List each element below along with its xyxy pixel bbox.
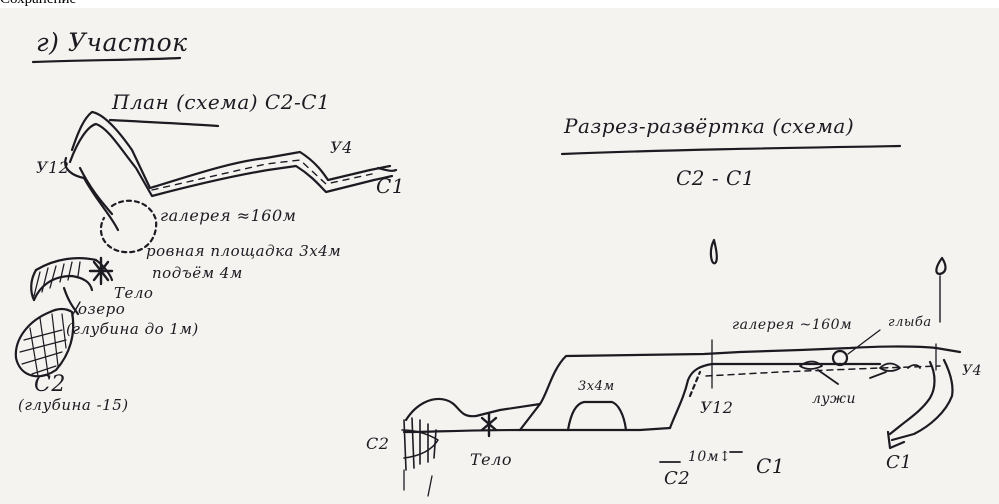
- body-marker-section: [480, 412, 498, 438]
- section-mark-right: [935, 256, 947, 276]
- section-view-title: Разрез-развёртка (схема): [564, 114, 855, 138]
- passage-hatching: [33, 261, 81, 297]
- c2-entrance-hatch: [401, 417, 439, 471]
- section-label-body: Тело: [470, 450, 512, 469]
- shaft-to-c1: [886, 358, 954, 450]
- lake-crosshatch: [19, 313, 67, 377]
- section-label-c2-bottom: С2: [664, 468, 691, 489]
- section-label-c1: С1: [886, 452, 913, 473]
- plan-label-c2-depth: (глубина -15): [18, 396, 129, 414]
- notebook-paper: [0, 8, 999, 504]
- plan-label-lake-depth: (глубина до 1м): [66, 320, 199, 338]
- section-view-subtitle: С2 - С1: [676, 166, 756, 190]
- section-label-gallery: галерея ~160м: [732, 317, 853, 333]
- plan-label-u12: У12: [36, 158, 70, 177]
- block-symbol: [831, 349, 849, 367]
- lake-pointer: [71, 301, 81, 317]
- plan-title-underline: [108, 118, 220, 128]
- section-profile: [402, 345, 962, 434]
- section-mark-left: [709, 238, 718, 265]
- platform-outline: [99, 199, 158, 254]
- section-label-puddles: лужи: [812, 391, 856, 407]
- body-marker-plan: [88, 256, 114, 286]
- section-title-underline: [31, 56, 182, 64]
- image-caption: Сохранение: [0, 0, 76, 8]
- plan-label-body: Тело: [114, 284, 154, 302]
- section-label-u12: У12: [700, 398, 734, 417]
- section-label-3x4: 3х4м: [578, 379, 615, 394]
- section-label-c1-bottom: С1: [756, 454, 786, 478]
- plan-label-platform: ровная площадка 3х4м: [146, 242, 342, 260]
- section-label-u4: У4: [962, 363, 983, 379]
- plan-label-c2: С2: [34, 372, 66, 397]
- section-title-underline-2: [560, 144, 902, 156]
- puddles: [799, 360, 921, 385]
- section-title: г) Участок: [36, 28, 188, 57]
- section-label-c2: С2: [366, 434, 390, 453]
- plan-label-u4: У4: [330, 138, 353, 157]
- section-label-block: глыба: [888, 315, 932, 330]
- plan-label-rise: подъём 4м: [152, 264, 243, 282]
- lake-passage: [30, 257, 114, 316]
- plan-label-gallery: галерея ≈160м: [160, 206, 297, 225]
- plan-passage: [64, 110, 398, 232]
- plan-label-c1: С1: [376, 174, 406, 198]
- plan-centerline: [151, 159, 373, 191]
- plan-label-lake: озеро: [78, 300, 126, 318]
- plan-title: План (схема) С2-С1: [112, 90, 331, 114]
- lake-outline: [14, 307, 75, 378]
- section-label-10m: 10м↕: [688, 449, 732, 465]
